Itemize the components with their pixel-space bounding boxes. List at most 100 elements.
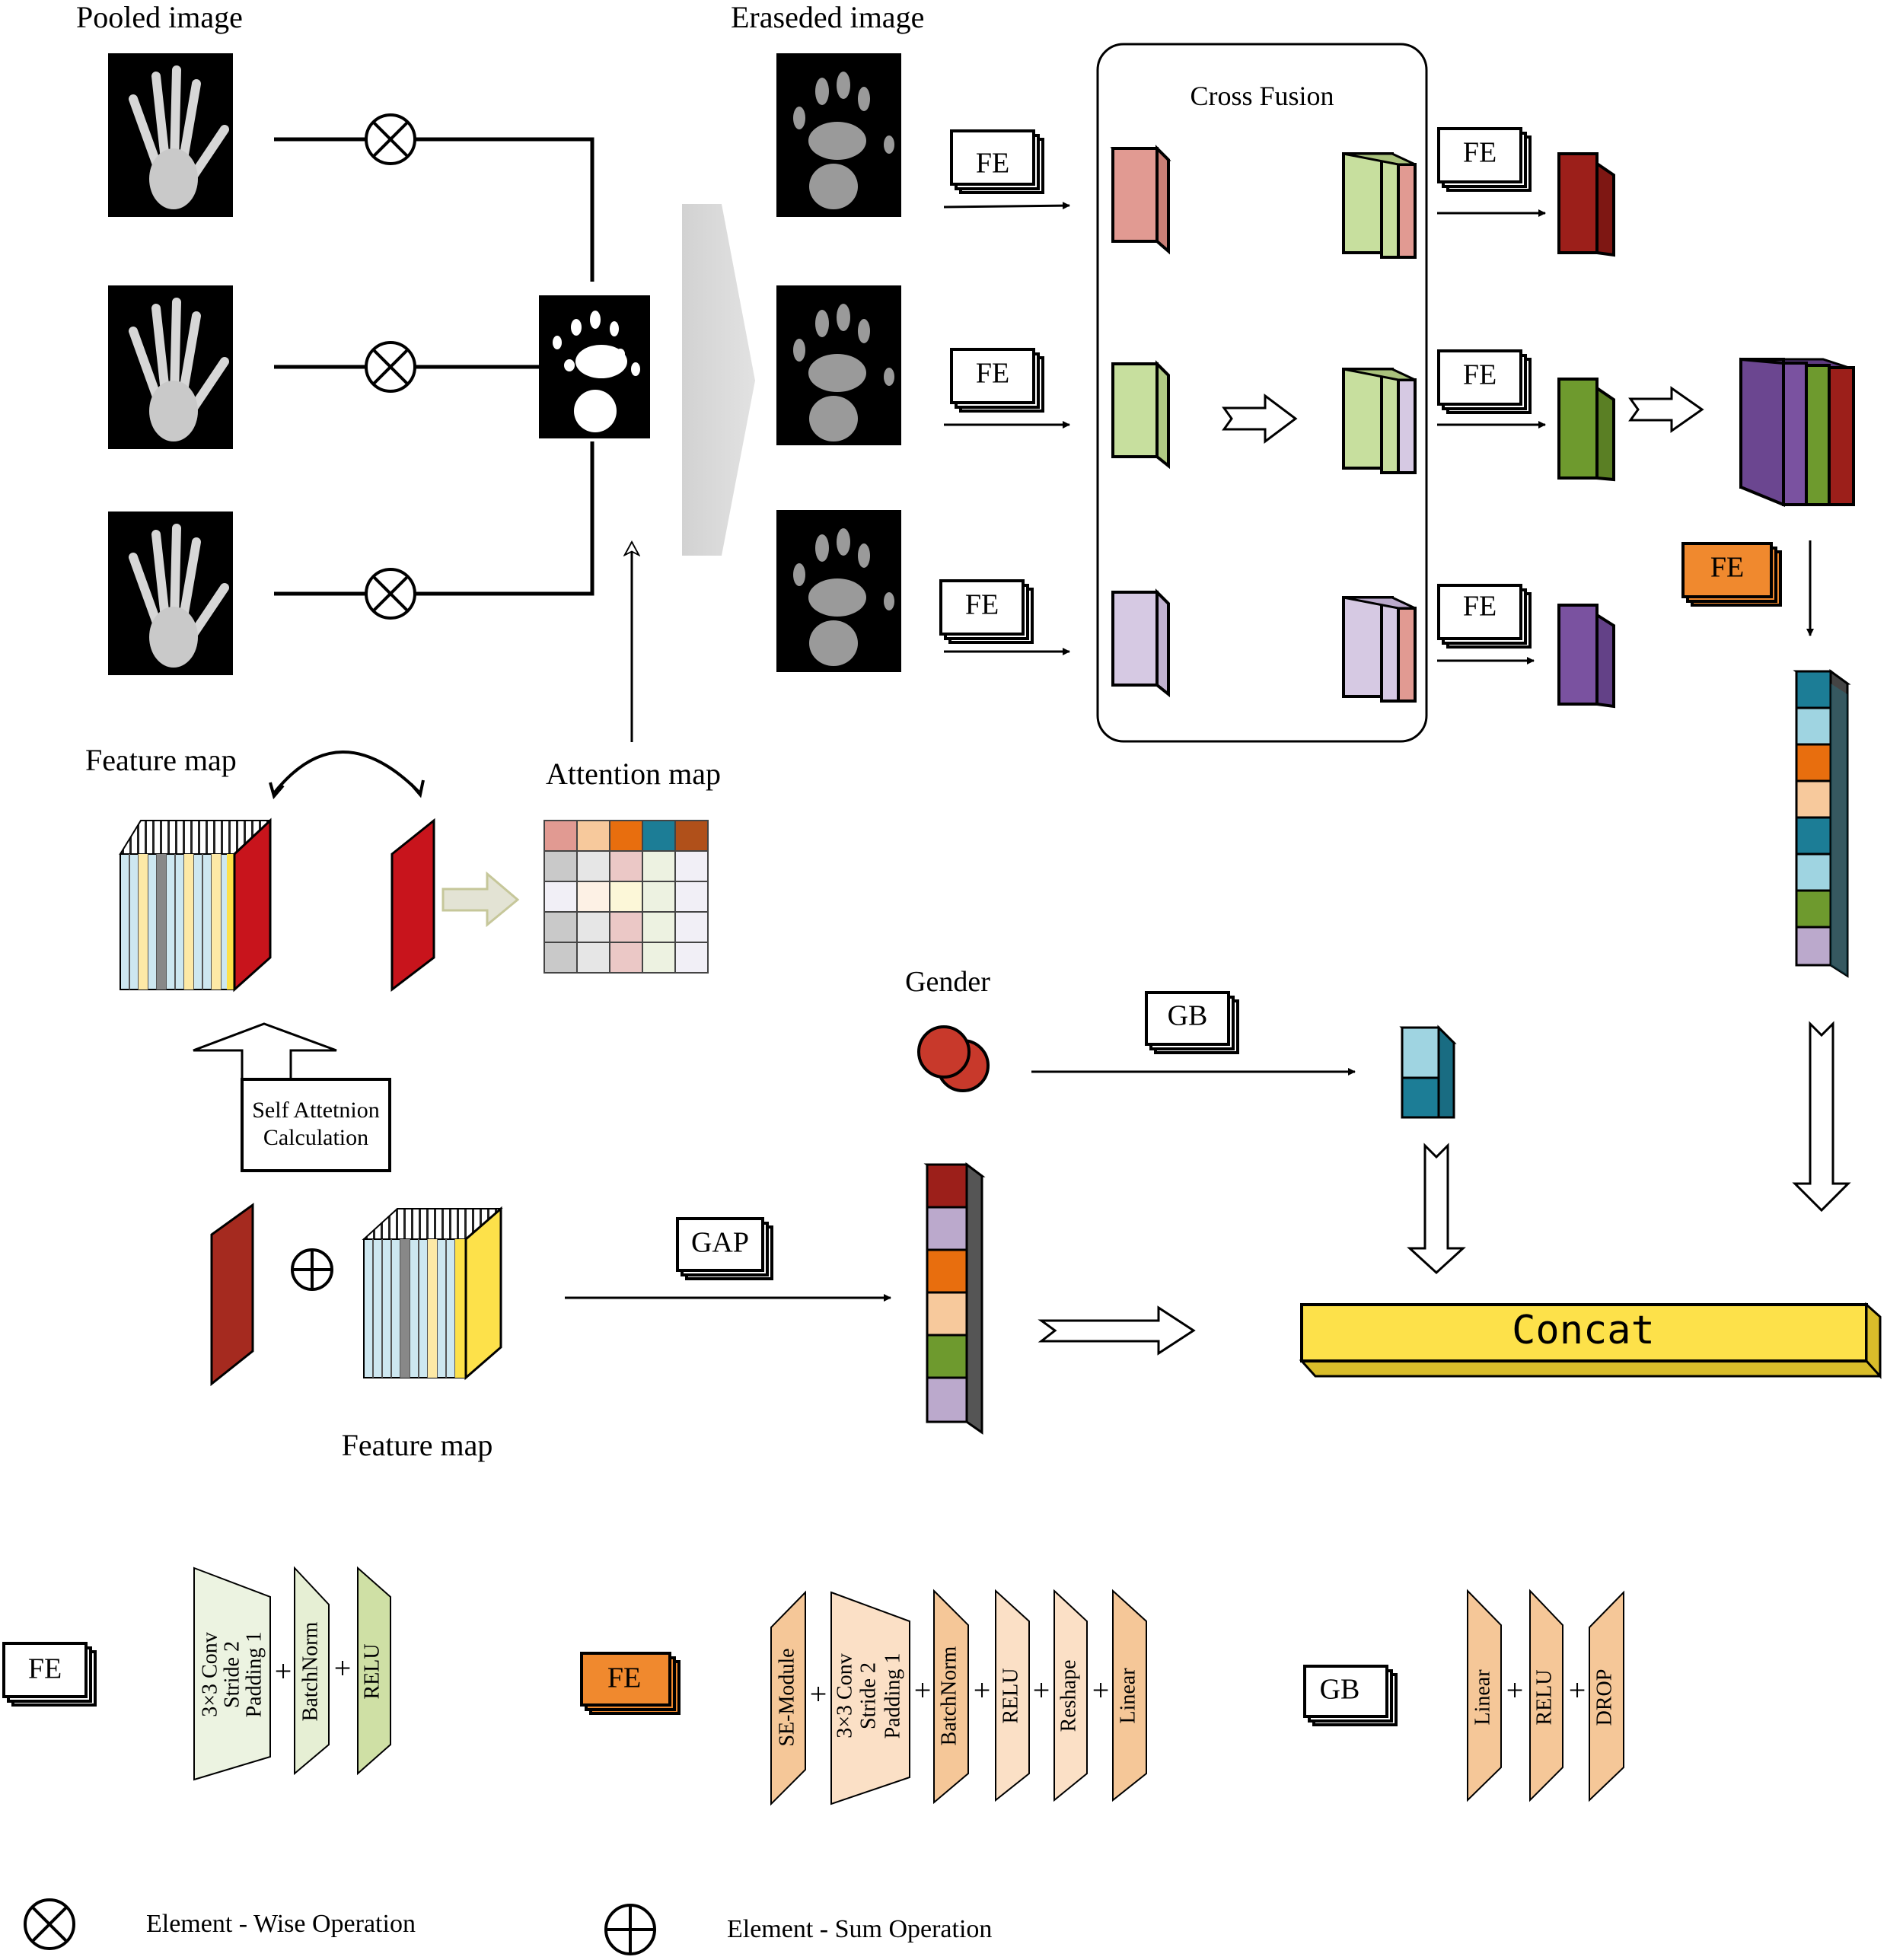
pooled-image-label: Pooled image [76,0,243,34]
legend-conv2-trapezoid [830,1591,910,1805]
plus-sign: + [810,1677,827,1711]
output-slab-purple [1557,604,1615,709]
legend-gb-tag: GB [1303,1665,1398,1726]
fe-block: FE [950,348,1044,413]
legend-se-shape [770,1590,806,1806]
cross-fusion-arrow [1222,394,1298,444]
svg-text:FE: FE [976,358,1009,390]
feature-map-top-label: Feature map [85,743,237,777]
oplus-icon [291,1248,333,1291]
svg-text:FE: FE [976,148,1009,180]
feature-map-stack-top [119,817,272,993]
feature-slab-green [1111,360,1170,470]
erased-xray-1 [776,53,901,217]
attention-mask-image [539,295,650,438]
legend-batchnorm-shape [294,1566,330,1776]
gender-icon [917,1025,990,1092]
fused-stack-3 [1342,596,1417,703]
legend-gb-drop-text: DROP [1592,1669,1616,1726]
erased-image-label: Eraseded image [731,0,924,34]
legend-batchnorm2-text: BatchNorm [937,1646,961,1745]
legend-gb-linear-text: Linear [1471,1669,1494,1726]
legend-fe-orange-tag: FE [580,1652,681,1715]
fe-block: FE [1437,127,1532,192]
fe-block: FE [1437,584,1532,649]
feature-map-stack-bottom [362,1206,503,1381]
combined-feature-stack [1739,357,1855,507]
red-feature-slab [390,817,435,993]
svg-text:Stride 2: Stride 2 [220,1641,244,1708]
similarity-arc [273,751,420,795]
legend-se-text: SE-Module [775,1648,798,1746]
otimes-icon [365,341,416,393]
legend-linear-shape [1112,1589,1147,1802]
legend-conv-trapezoid [193,1566,271,1781]
svg-text:FE: FE [1463,591,1497,623]
gender-label: Gender [905,966,990,998]
plus-sign: + [1092,1673,1110,1707]
flow-arrow [943,202,1070,210]
plus-sign: + [974,1673,991,1707]
svg-text:3×3 Conv: 3×3 Conv [833,1653,856,1738]
svg-text:Stride 2: Stride 2 [856,1662,880,1729]
otimes-legend-icon [24,1898,75,1950]
svg-text:GB: GB [1320,1674,1360,1706]
pooled-xray-2 [108,285,233,449]
legend-relu-text: RELU [360,1643,384,1699]
plus-sign: + [1569,1673,1586,1707]
self-attention-box: Self Attetnion Calculation [241,1078,391,1172]
svg-text:Padding 1: Padding 1 [881,1653,904,1739]
gap-to-concat-arrow [1038,1305,1196,1356]
pooled-xray-1 [108,53,233,217]
svg-text:FE: FE [607,1662,641,1694]
erased-xray-2 [776,285,901,445]
cross-fusion-box [1096,43,1428,743]
gap-vector-stack [923,1162,986,1435]
svg-text:GB: GB [1168,1000,1208,1032]
gb-block: GB [1145,991,1239,1054]
attention-map-label: Attention map [546,757,721,791]
legend-relu-shape [357,1566,391,1776]
legend-batchnorm2-shape [933,1589,969,1805]
concat-bar: Concat [1299,1302,1882,1379]
legend-relu2-shape [995,1589,1030,1802]
legend-fe-tag: FE [2,1642,97,1707]
legend-gb-relu-text: RELU [1532,1669,1556,1725]
svg-text:3×3 Conv: 3×3 Conv [198,1632,222,1716]
output-slab-darkred [1557,152,1615,257]
svg-text:Calculation: Calculation [263,1125,368,1150]
feature-slab-pink [1110,145,1171,255]
plus-sign: + [1506,1673,1524,1707]
plus-sign: + [275,1654,292,1688]
svg-text:Self Attetnion: Self Attetnion [252,1098,380,1123]
output-slab-green [1557,378,1615,482]
fe-block: FE [1437,349,1532,414]
legend-gb-relu-shape [1529,1589,1563,1802]
erasing-funnel [682,204,755,556]
fused-stack-1 [1342,152,1417,259]
feature-vector-stack [1793,669,1851,978]
down-arrow-to-concat-right [1792,1021,1851,1213]
elementwise-label: Element - Wise Operation [146,1910,416,1938]
fe-orange-block: FE [1681,542,1782,607]
svg-text:FE: FE [28,1653,62,1685]
gender-vector [1399,1025,1457,1119]
fe-block: FE [950,129,1044,194]
otimes-icon [365,113,416,165]
legend-relu2-text: RELU [999,1668,1022,1723]
legend-conv-text: 3×3 Conv Stride 2 Padding 1 [198,1632,266,1718]
pooled-xray-3 [108,512,233,675]
attention-map-grid [543,820,709,974]
svg-text:FE: FE [1710,552,1744,584]
feature-map-bottom-label: Feature map [342,1428,493,1462]
gap-block: GAP [676,1217,773,1280]
fused-stack-2 [1342,368,1417,474]
dark-red-slab [210,1203,254,1387]
legend-conv2-text: 3×3 Conv Stride 2 Padding 1 [833,1653,904,1739]
svg-text:FE: FE [1463,137,1497,169]
legend-linear-text: Linear [1116,1668,1140,1724]
fe-block: FE [939,579,1034,644]
to-attention-arrow [441,871,520,928]
otimes-icon [365,568,416,620]
